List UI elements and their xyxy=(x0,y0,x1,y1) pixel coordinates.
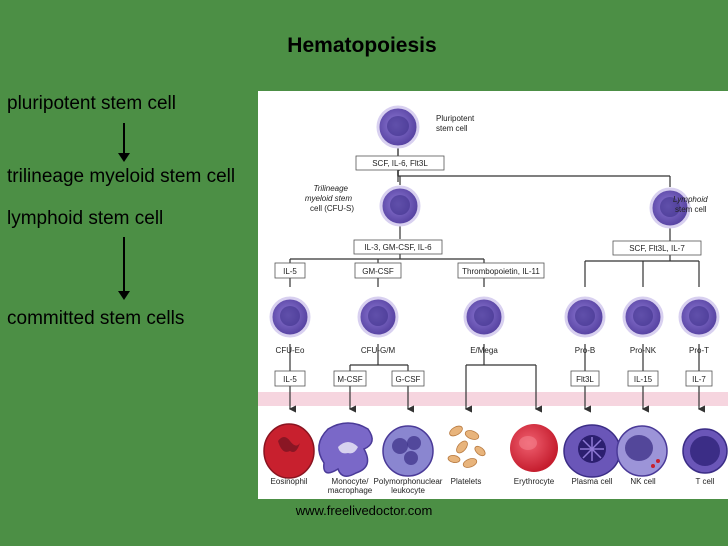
progenitor-e-mega xyxy=(463,296,505,338)
myeloid-label-1: Trilineage xyxy=(313,184,348,193)
mature-label-line: Erythrocyte xyxy=(514,477,555,486)
mature-label-line: Eosinophil xyxy=(271,477,308,486)
progenitor-label-pro-t: Pro-T xyxy=(689,346,709,355)
mature-label-line: leukocyte xyxy=(391,486,425,495)
progenitor-cfu-eo xyxy=(269,296,311,338)
down-arrow xyxy=(118,237,130,300)
progenitor-label-pro-b: Pro-B xyxy=(575,346,595,355)
factor-gmcsf: GM-CSF xyxy=(362,267,394,276)
progenitor-label-pro-nk: Pro-NK xyxy=(630,346,657,355)
diagram-canvas: Pluripotent stem cell SCF, IL-6, Flt3L T… xyxy=(258,105,728,495)
eosinophil-cell xyxy=(263,423,315,479)
progenitor-label-e-mega: E/Mega xyxy=(470,346,498,355)
mature-label-monocyte: Monocyte/macrophage xyxy=(328,477,373,495)
mature-label-plasma-cell: Plasma cell xyxy=(572,477,613,486)
mature-label-nk-cell: NK cell xyxy=(630,477,656,486)
factor-mcsf: M-CSF xyxy=(337,375,362,384)
mature-cell-labels: Eosinophil Monocyte/macrophage Polymorph… xyxy=(271,477,715,495)
progenitor-pro-nk xyxy=(622,296,664,338)
mature-label-t-cell: T cell xyxy=(696,477,715,486)
progenitor-cfu-gm xyxy=(357,296,399,338)
mature-label-line: Platelets xyxy=(451,477,482,486)
lymphoid-label-1: Lymphoid xyxy=(673,195,708,204)
label-trilineage-myeloid-stem-cell: trilineage myeloid stem cell xyxy=(7,166,236,187)
mature-cells xyxy=(263,422,728,479)
progenitor-label-cfu-eo: CFU-Eo xyxy=(276,346,305,355)
mature-label-eosinophil: Eosinophil xyxy=(271,477,308,486)
mature-label-line: Monocyte/ xyxy=(332,477,370,486)
nk-cell xyxy=(616,425,668,477)
factor-flt3l: Flt3L xyxy=(576,375,594,384)
factor-il5-top: IL-5 xyxy=(283,267,297,276)
erythrocyte-cell xyxy=(510,424,558,472)
lymphoid-factors: SCF, Flt3L, IL-7 xyxy=(629,244,685,253)
footer-url: www.freelivedoctor.com xyxy=(295,503,433,518)
progenitor-pro-t xyxy=(678,296,720,338)
factor-il15: IL-15 xyxy=(634,375,653,384)
root-label-1: Pluripotent xyxy=(436,114,475,123)
mature-label-line: NK cell xyxy=(630,477,656,486)
root-factors: SCF, IL-6, Flt3L xyxy=(372,159,428,168)
progenitor-label-cfu-gm: CFU-G/M xyxy=(361,346,396,355)
lymphoid-stem-cell xyxy=(649,187,691,229)
mature-label-platelets: Platelets xyxy=(451,477,482,486)
progenitor-cells xyxy=(269,296,720,338)
pluripotent-stem-cell xyxy=(376,105,420,149)
factor-gcsf: G-CSF xyxy=(396,375,421,384)
root-label-2: stem cell xyxy=(436,124,468,133)
diagram-labels: Pluripotent stem cell SCF, IL-6, Flt3L T… xyxy=(276,114,710,384)
mature-label-line: T cell xyxy=(696,477,715,486)
monocyte-cell xyxy=(318,422,373,477)
myeloid-factors: IL-3, GM-CSF, IL-6 xyxy=(364,243,432,252)
label-lymphoid-stem-cell: lymphoid stem cell xyxy=(7,208,164,229)
mature-label-line: Plasma cell xyxy=(572,477,613,486)
hierarchy-lines xyxy=(288,148,705,413)
factor-il5-bottom: IL-5 xyxy=(283,375,297,384)
progenitor-pro-b xyxy=(564,296,606,338)
myeloid-label-2: myeloid stem xyxy=(305,194,352,203)
factor-thrombopoietin: Thrombopoietin, IL-11 xyxy=(462,267,540,276)
polymorphonuclear-cell xyxy=(382,425,434,477)
mature-label-line: macrophage xyxy=(328,486,373,495)
band xyxy=(258,392,728,406)
factor-il7: IL-7 xyxy=(692,375,706,384)
myeloid-label-3: cell (CFU-S) xyxy=(310,204,354,213)
platelets xyxy=(447,425,486,468)
myeloid-stem-cell xyxy=(379,185,421,227)
lymphoid-label-2: stem cell xyxy=(675,205,707,214)
hematopoiesis-diagram: Pluripotent stem cell SCF, IL-6, Flt3L T… xyxy=(258,91,728,499)
stem-cells xyxy=(376,105,691,229)
slide-title: Hematopoiesis xyxy=(287,34,437,57)
factor-boxes xyxy=(274,155,713,387)
label-pluripotent-stem-cell: pluripotent stem cell xyxy=(7,93,176,114)
t-cell xyxy=(682,428,728,474)
label-committed-stem-cells: committed stem cells xyxy=(7,308,185,329)
down-arrow xyxy=(118,123,130,162)
mature-label-erythrocyte: Erythrocyte xyxy=(514,477,555,486)
plasma-cell xyxy=(563,424,621,478)
mature-label-line: Polymorphonuclear xyxy=(374,477,443,486)
